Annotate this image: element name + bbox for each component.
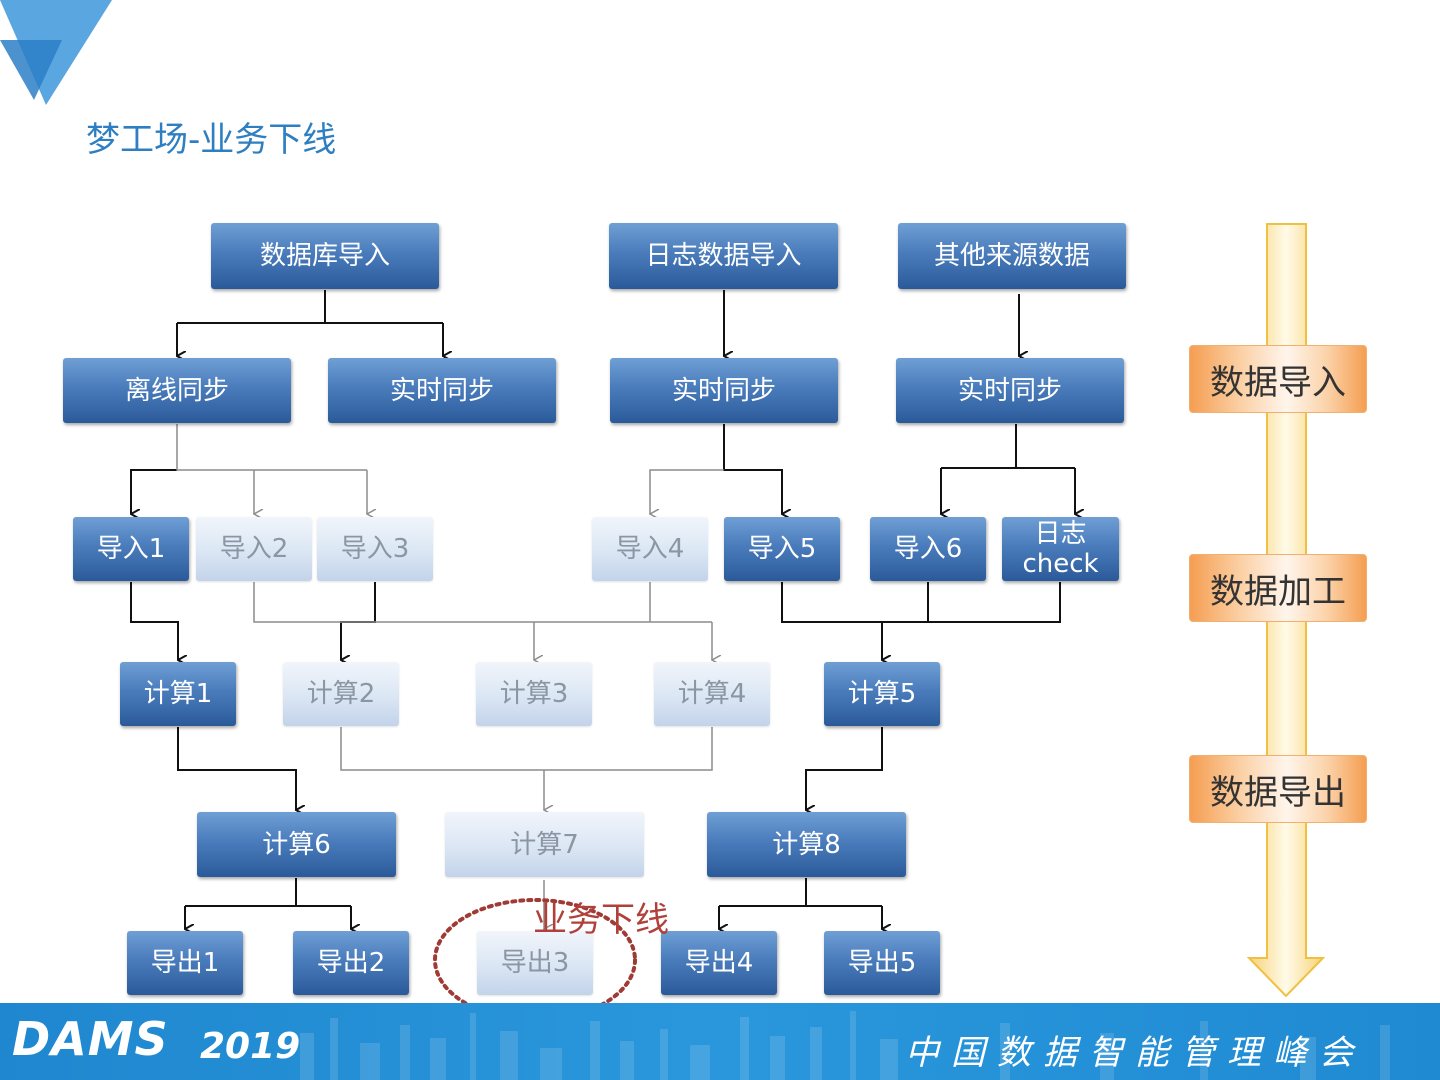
node-calc-2: 计算2 bbox=[283, 662, 399, 726]
node-realtime-sync-2: 实时同步 bbox=[610, 358, 838, 423]
node-import-3: 导入3 bbox=[317, 517, 433, 581]
footer-brand-logo: DAMS bbox=[12, 1012, 169, 1066]
node-calc-5: 计算5 bbox=[824, 662, 940, 726]
node-import-4: 导入4 bbox=[592, 517, 708, 581]
footer-slogan: 中国数据智能管理峰会 bbox=[905, 1025, 1365, 1074]
node-other-source-data: 其他来源数据 bbox=[898, 223, 1126, 289]
stage-data-import: 数据导入 bbox=[1189, 345, 1367, 413]
node-calc-3: 计算3 bbox=[476, 662, 592, 726]
footer-year: 2019 bbox=[200, 1026, 300, 1067]
stage-data-export: 数据导出 bbox=[1189, 755, 1367, 823]
node-export-5: 导出5 bbox=[824, 931, 940, 995]
node-realtime-sync-1: 实时同步 bbox=[328, 358, 556, 423]
node-database-import: 数据库导入 bbox=[211, 223, 439, 289]
node-realtime-sync-3: 实时同步 bbox=[896, 358, 1124, 423]
offline-label: 业务下线 bbox=[533, 892, 669, 941]
node-calc-8: 计算8 bbox=[707, 812, 906, 877]
node-calc-6: 计算6 bbox=[197, 812, 396, 877]
node-calc-7: 计算7 bbox=[445, 812, 644, 877]
node-log-data-import: 日志数据导入 bbox=[609, 223, 838, 289]
node-import-1: 导入1 bbox=[73, 517, 189, 581]
node-import-2: 导入2 bbox=[196, 517, 312, 581]
node-export-1: 导出1 bbox=[127, 931, 243, 995]
node-log-check: 日志 check bbox=[1002, 517, 1119, 581]
node-export-4: 导出4 bbox=[661, 931, 777, 995]
stage-data-processing: 数据加工 bbox=[1189, 554, 1367, 622]
node-offline-sync: 离线同步 bbox=[63, 358, 291, 423]
node-import-6: 导入6 bbox=[870, 517, 986, 581]
node-calc-4: 计算4 bbox=[654, 662, 770, 726]
node-calc-1: 计算1 bbox=[120, 662, 236, 726]
node-import-5: 导入5 bbox=[724, 517, 840, 581]
node-export-2: 导出2 bbox=[293, 931, 409, 995]
